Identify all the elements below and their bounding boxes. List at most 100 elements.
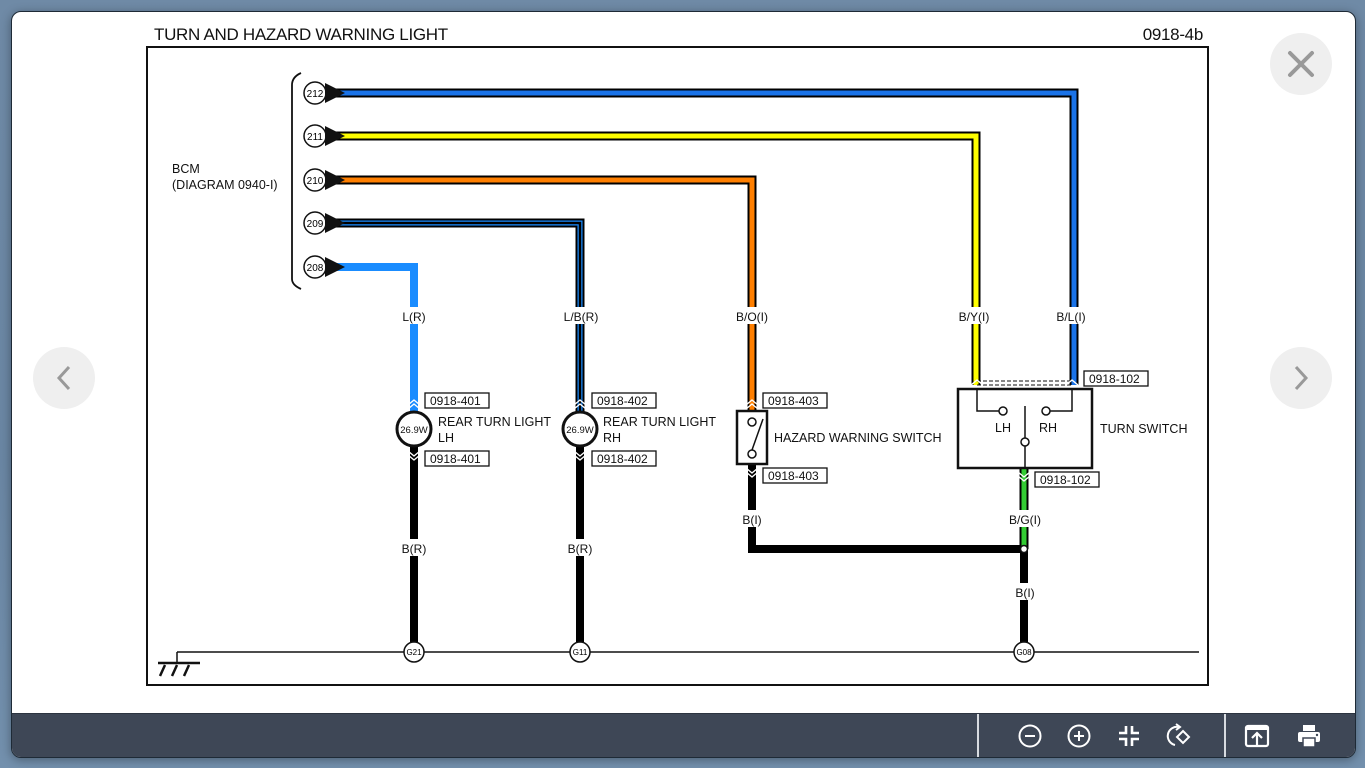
svg-text:G11: G11: [573, 648, 588, 657]
svg-text:0918-403: 0918-403: [768, 394, 819, 408]
rear-turn-light-rh: 26.9W REAR TURN LIGHT RH: [561, 410, 716, 448]
connector-chevron-icon: [573, 450, 587, 461]
diagram-frame: [146, 46, 1209, 686]
turn-switch: LH RH TURN SWITCH: [956, 379, 1188, 470]
hazard-warning-switch: HAZARD WARNING SWITCH: [735, 409, 942, 466]
collapse-icon: [1119, 726, 1139, 746]
wire-b-i-hazard: [748, 464, 1024, 553]
toolbar-divider: [1224, 714, 1226, 757]
svg-text:0918-401: 0918-401: [430, 394, 481, 408]
wire-label-l-b-r: L/B(R): [564, 310, 599, 324]
svg-text:TURN SWITCH: TURN SWITCH: [1100, 422, 1188, 436]
connector-tag-lh-bottom: 0918-401: [424, 450, 490, 467]
wire-label-b-r-lh: B(R): [402, 542, 427, 556]
bcm-pin-208: 208: [303, 255, 345, 279]
chevron-right-icon: [1294, 365, 1309, 391]
zoom-out-button[interactable]: [1015, 722, 1045, 750]
rotate-icon: [1166, 723, 1191, 746]
svg-text:REAR TURN LIGHT: REAR TURN LIGHT: [438, 415, 551, 429]
print-button[interactable]: [1294, 722, 1324, 750]
bcm-label: BCM: [172, 162, 200, 176]
wire-label-b-y-i: B/Y(I): [959, 310, 990, 324]
connector-tag-lh-top: 0918-401: [424, 392, 490, 409]
svg-text:0918-102: 0918-102: [1040, 473, 1091, 487]
svg-text:0918-402: 0918-402: [597, 394, 648, 408]
connector-chevron-icon: [573, 399, 587, 410]
viewer-toolbar: [12, 713, 1355, 757]
svg-text:0918-102: 0918-102: [1089, 372, 1140, 386]
svg-text:RH: RH: [603, 431, 621, 445]
connector-chevron-icon: [407, 450, 421, 461]
wire-label-b-r-rh: B(R): [568, 542, 593, 556]
print-icon: [1298, 725, 1320, 748]
wire-b-l-i: [331, 90, 1077, 385]
bcm-pin-number: 210: [307, 176, 324, 187]
bcm-pin-211: 211: [303, 124, 345, 148]
diagram-title: TURN AND HAZARD WARNING LIGHT: [154, 25, 448, 44]
bcm-bracket: [291, 72, 302, 290]
connector-chevron-icon: [745, 467, 759, 478]
zoom-in-button[interactable]: [1064, 722, 1094, 750]
connector-tag-turn-top: 0918-102: [1083, 370, 1149, 387]
ground-point-g21: G21: [403, 641, 425, 663]
pin-arrow-icon: [325, 126, 345, 146]
bcm-pin-number: 208: [307, 263, 324, 274]
bcm-pin-number: 212: [307, 89, 324, 100]
wire-label-b-l-i: B/L(I): [1056, 310, 1085, 324]
rear-turn-light-lh: 26.9W REAR TURN LIGHT LH: [395, 410, 551, 448]
connector-chevron-icon: [745, 399, 759, 410]
svg-text:RH: RH: [1039, 421, 1057, 435]
svg-text:26.9W: 26.9W: [566, 425, 593, 436]
wire-b-o-i-outline: [331, 175, 757, 411]
bcm-pin-210: 210: [303, 168, 345, 192]
bcm-pin-209: 209: [303, 211, 345, 235]
svg-text:0918-401: 0918-401: [430, 452, 481, 466]
wire-b-y-i: [331, 133, 979, 385]
wire-l-b-r-stripe: [331, 221, 582, 412]
wire-l-r: [331, 263, 418, 412]
pin-arrow-icon: [325, 83, 345, 103]
connector-tag-hazard-bottom: 0918-403: [762, 467, 828, 484]
connector-tag-rh-top: 0918-402: [591, 392, 657, 409]
close-button[interactable]: [1270, 33, 1332, 95]
svg-text:LH: LH: [995, 421, 1011, 435]
connector-tag-hazard-top: 0918-403: [762, 392, 828, 409]
zoom-out-icon: [1018, 724, 1042, 748]
diagram-code: 0918-4b: [1142, 25, 1204, 44]
wire-label-b-g-i: B/G(I): [1009, 513, 1041, 527]
pin-arrow-icon: [325, 257, 345, 277]
ground-point-g11: G11: [569, 641, 591, 663]
wire-label-b-i-hazard: B(I): [742, 513, 761, 527]
connector-tag-rh-bottom: 0918-402: [591, 450, 657, 467]
previous-button[interactable]: [33, 347, 95, 409]
svg-text:REAR TURN LIGHT: REAR TURN LIGHT: [603, 415, 716, 429]
toolbar-divider: [977, 714, 979, 757]
connector-chevron-icon: [407, 399, 421, 410]
fit-to-screen-button[interactable]: [1114, 722, 1144, 750]
bcm-reference: (DIAGRAM 0940-I): [172, 178, 278, 192]
wire-label-b-i-ground: B(I): [1015, 586, 1034, 600]
bcm-pin-number: 211: [307, 132, 323, 143]
wires-group: [331, 88, 1079, 642]
wire-label-b-o-i: B/O(I): [736, 310, 768, 324]
svg-text:0918-402: 0918-402: [597, 452, 648, 466]
pin-arrow-icon: [325, 213, 345, 233]
chevron-left-icon: [56, 365, 71, 391]
connector-chevron-icon: [1017, 471, 1031, 482]
splice-point: [1019, 544, 1029, 554]
svg-text:G21: G21: [406, 648, 422, 657]
next-button[interactable]: [1270, 347, 1332, 409]
open-external-button[interactable]: [1242, 722, 1272, 750]
close-icon: [1288, 51, 1314, 77]
svg-text:26.9W: 26.9W: [400, 425, 427, 436]
wire-b-y-i-outline: [331, 131, 981, 385]
open-in-new-icon: [1244, 724, 1270, 748]
chassis-ground-icon: [158, 652, 200, 677]
wiring-diagram: BCM (DIAGRAM 0940-I) 212 211 210 209 208 L(R…: [146, 46, 1209, 686]
rotate-button[interactable]: [1163, 722, 1193, 750]
ground-point-g08: G08: [1013, 641, 1035, 663]
wire-b-o-i: [331, 177, 755, 411]
bcm-pin-number: 209: [307, 219, 324, 230]
wire-l-b-r-outline: [331, 218, 585, 412]
wire-label-l-r: L(R): [402, 310, 425, 324]
